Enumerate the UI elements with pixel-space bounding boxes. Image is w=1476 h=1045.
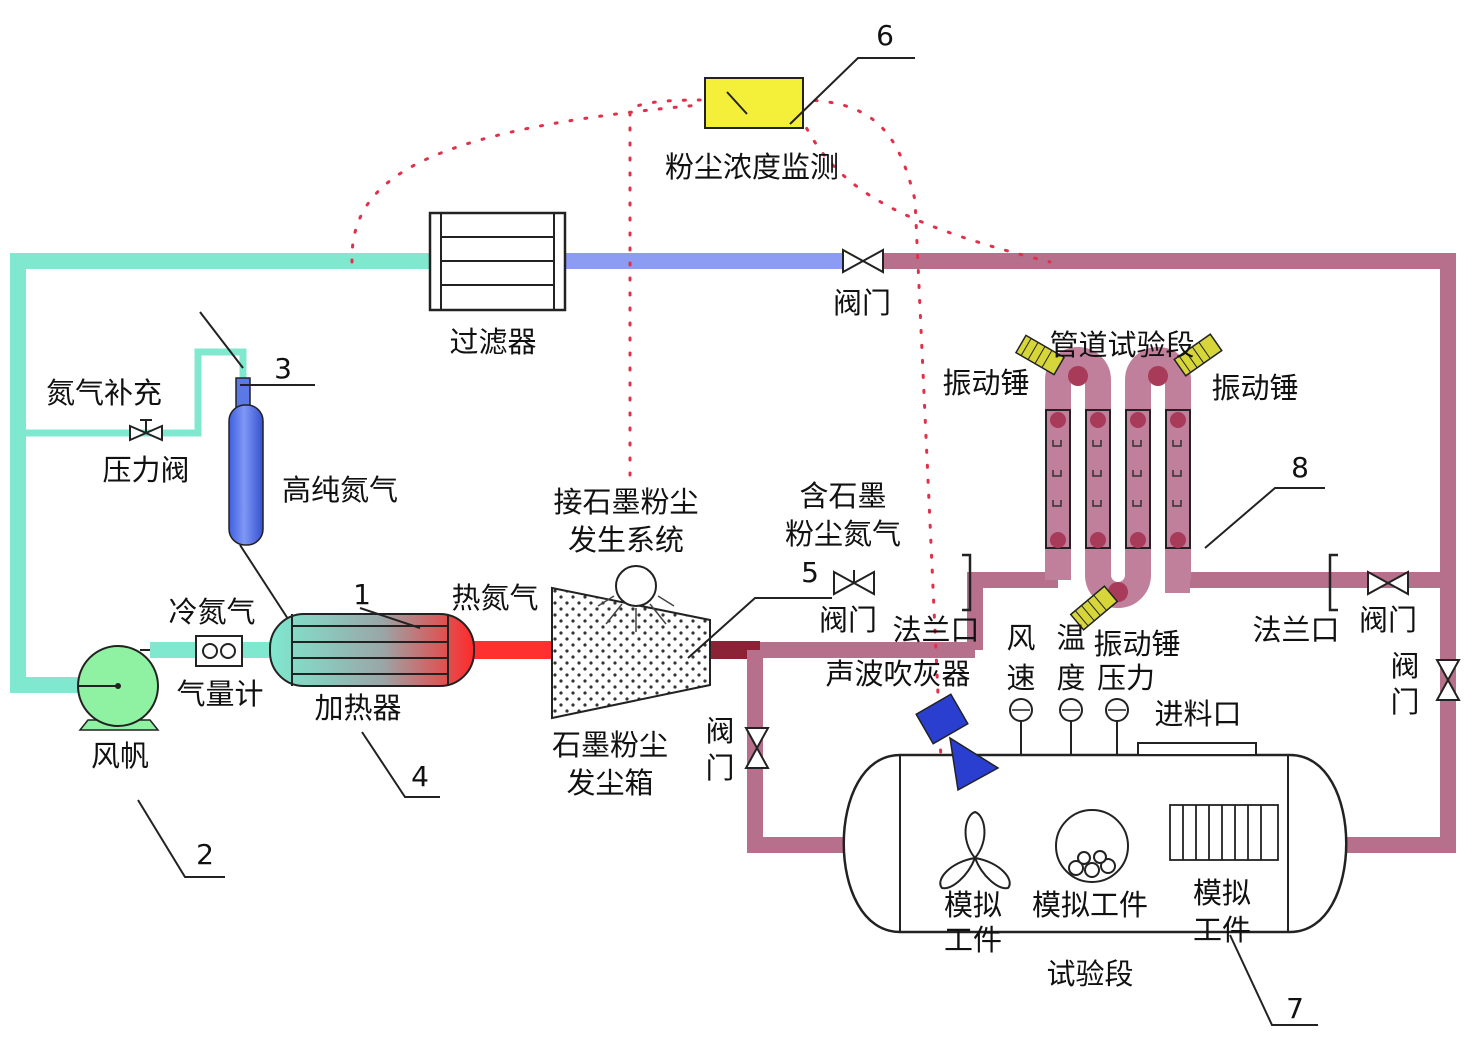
flange-right-icon <box>1328 553 1338 612</box>
vibration-hammer-right-label: 振动锤 <box>1211 371 1298 405</box>
wind-speed-label-2: 速 <box>1006 661 1035 695</box>
dusty-nitrogen-label-1: 含石墨 <box>799 479 886 513</box>
temperature-label-2: 度 <box>1056 661 1085 695</box>
flange-right-label: 法兰口 <box>1252 613 1339 647</box>
vibration-hammer-right-icon <box>1173 333 1223 377</box>
vibration-hammer-bottom-label: 振动锤 <box>1093 627 1180 661</box>
dusty-nitrogen-label-2: 粉尘氮气 <box>785 517 901 551</box>
valve-top-icon <box>842 248 884 274</box>
fan-workpiece-icon <box>939 810 1011 890</box>
test-section-vessel: 7 <box>842 693 1348 1026</box>
temperature-label-1: 温 <box>1056 621 1085 655</box>
pipe-section-inlet <box>967 572 1058 650</box>
valve-right-label-1: 阀 <box>1390 649 1419 683</box>
fan: 风帆 2 <box>77 645 225 878</box>
wind-speed-label-1: 风 <box>1006 621 1035 655</box>
sim-workpiece-radiator-label-2: 工件 <box>1193 913 1251 947</box>
graphite-system-label-2: 发生系统 <box>568 523 684 557</box>
dust-monitor-label: 粉尘浓度监测 <box>665 150 839 184</box>
pipe-test-section-label: 管道试验段 <box>1049 328 1194 362</box>
return-pipe-cyan <box>10 253 430 693</box>
valve-main-icon <box>833 570 875 596</box>
vibration-hammer-left-label: 振动锤 <box>942 366 1029 400</box>
temperature-gauge-icon <box>1059 698 1083 755</box>
pressure-label: 压力 <box>1097 661 1155 695</box>
dust-concentration-monitor: 粉尘浓度监测 6 <box>665 19 915 184</box>
valve-branch-label-1: 阀 <box>705 714 734 748</box>
graphite-box-label-1: 石墨粉尘 <box>552 728 668 762</box>
valve-right-label-2: 门 <box>1390 685 1419 719</box>
sim-workpiece-drum-label: 模拟工件 <box>1032 888 1148 922</box>
radiator-workpiece-icon <box>1169 804 1279 861</box>
valve-top-label: 阀门 <box>833 286 891 320</box>
dusty-return-pipe <box>880 253 1456 853</box>
filter: 过滤器 <box>428 211 567 359</box>
graphite-dust-box: 接石墨粉尘 发生系统 石墨粉尘 发尘箱 5 <box>551 485 832 800</box>
fan-label: 风帆 <box>91 739 149 773</box>
number-4: 4 <box>411 760 429 793</box>
filter-label: 过滤器 <box>449 325 536 359</box>
valve-outlet-icon <box>1367 570 1409 596</box>
sim-workpiece-fan-label-1: 模拟 <box>944 888 1002 922</box>
graphite-system-label-1: 接石墨粉尘 <box>553 485 698 519</box>
serpentine-pipe <box>1045 347 1191 608</box>
valve-outlet-label: 阀门 <box>1359 603 1417 637</box>
pressure-valve-label: 压力阀 <box>102 453 189 487</box>
nitrogen-cylinder: 3 <box>199 311 315 623</box>
vibration-hammer-left-icon <box>1014 334 1066 376</box>
number-5: 5 <box>801 556 819 589</box>
hot-nitrogen-label: 热氮气 <box>451 581 538 615</box>
number-2: 2 <box>196 838 214 871</box>
valve-branch-label-2: 门 <box>705 751 734 785</box>
drum-workpiece-icon <box>1055 809 1129 883</box>
sonic-soot-blower-label: 声波吹灰器 <box>825 657 970 691</box>
flange-left-label: 法兰口 <box>892 613 979 647</box>
signal-lines <box>350 98 1052 847</box>
number-3: 3 <box>274 352 292 385</box>
pressure-gauge-icon <box>1105 698 1129 755</box>
heater: 1 加热器 4 <box>269 578 475 798</box>
vibration-hammer-bottom-icon <box>1069 585 1119 631</box>
number-8: 8 <box>1291 451 1309 484</box>
pressure-valve-icon <box>129 419 163 442</box>
cold-nitrogen-label: 冷氮气 <box>168 595 255 629</box>
flange-left-icon <box>962 553 972 612</box>
high-purity-nitrogen-label: 高纯氮气 <box>282 473 398 507</box>
gas-meter-label: 气量计 <box>176 677 263 711</box>
valve-main-label: 阀门 <box>819 603 877 637</box>
sim-workpiece-fan-label-2: 工件 <box>944 923 1002 957</box>
test-inlet-branch <box>747 650 850 853</box>
test-section-label: 试验段 <box>1046 957 1133 991</box>
valve-branch-vertical-icon <box>744 727 770 769</box>
sim-workpiece-radiator-label-1: 模拟 <box>1193 876 1251 910</box>
gas-meter <box>195 635 243 667</box>
number-6: 6 <box>876 19 894 52</box>
wind-speed-gauge-icon <box>1009 698 1033 755</box>
feed-inlet-label: 进料口 <box>1154 697 1241 731</box>
graphite-box-label-2: 发尘箱 <box>566 766 653 800</box>
number-7: 7 <box>1286 992 1304 1025</box>
sonic-soot-blower-icon <box>915 693 1000 792</box>
valve-right-vertical-icon <box>1435 659 1461 701</box>
nitrogen-supply-label: 氮气补充 <box>46 376 162 410</box>
number-1: 1 <box>353 578 371 611</box>
serpentine-pipe-section <box>1014 333 1223 631</box>
heater-label: 加热器 <box>314 691 401 725</box>
pipes <box>10 253 1456 853</box>
